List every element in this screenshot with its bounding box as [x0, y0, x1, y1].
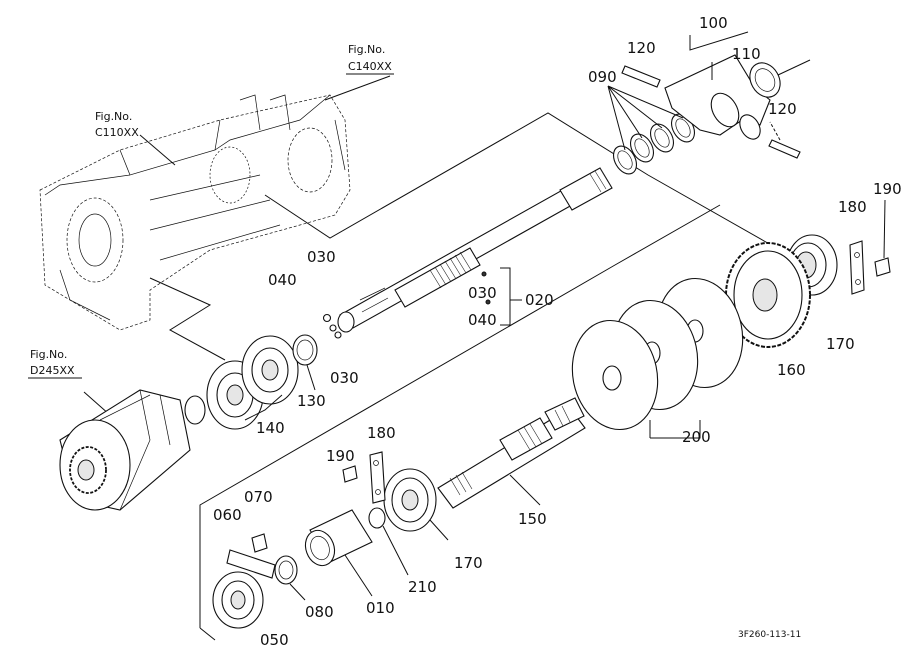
callout-160: 160 — [777, 361, 806, 379]
callout-180-upper: 180 — [838, 198, 867, 216]
fig-ref-d245-line2: D245XX — [30, 364, 75, 377]
callout-210: 210 — [408, 578, 437, 596]
callout-190-upper: 190 — [873, 180, 902, 198]
callout-130: 130 — [297, 392, 326, 410]
callout-070: 070 — [244, 488, 273, 506]
plate-180-upper — [849, 240, 865, 295]
callout-080: 080 — [305, 603, 334, 621]
callout-170-lower: 170 — [454, 554, 483, 572]
callout-020: 020 — [525, 291, 554, 309]
callout-120-upper: 120 — [627, 39, 656, 57]
plate-060 — [226, 549, 276, 579]
fig-ref-d245-line1: Fig.No. — [30, 348, 67, 361]
callout-190-lower: 190 — [326, 447, 355, 465]
sleeve-010 — [304, 509, 373, 597]
fig-ref-d245: Fig.No. D245XX — [28, 348, 82, 379]
bearing-050 — [212, 571, 264, 629]
shaft-150 — [437, 397, 586, 509]
bolt-070 — [251, 533, 268, 553]
callout-180-lower: 180 — [367, 424, 396, 442]
callout-030-bottom: 030 — [330, 369, 359, 387]
bracket-020 — [500, 267, 522, 326]
callout-090: 090 — [588, 68, 617, 86]
bolt-190-upper — [874, 199, 891, 277]
main-shaft-020 — [337, 167, 613, 333]
ring-210 — [368, 507, 409, 576]
callout-030-top: 030 — [307, 248, 336, 266]
gear-160 — [725, 242, 811, 348]
callout-060: 060 — [213, 506, 242, 524]
callout-140: 140 — [256, 419, 285, 437]
fig-ref-c140-line1: Fig.No. — [348, 43, 385, 56]
drawing-code: 3F260-113-11 — [738, 630, 801, 640]
bearings-140 — [206, 335, 299, 430]
fig-ref-c110-line1: Fig.No. — [95, 110, 132, 123]
ring-080 — [274, 555, 306, 601]
callout-040-left: 040 — [268, 271, 297, 289]
callout-100: 100 — [699, 14, 728, 32]
pins-030-040 — [322, 271, 491, 339]
fig-ref-c140: Fig.No. C140XX — [346, 43, 394, 75]
bolt-190-lower — [342, 465, 358, 483]
fig-ref-c110: Fig.No. C110XX — [95, 110, 139, 139]
callout-030-right: 030 — [468, 284, 497, 302]
callout-110: 110 — [732, 45, 761, 63]
leader-lines — [83, 75, 781, 641]
fig-ref-c110-line2: C110XX — [95, 126, 139, 139]
fig-ref-c140-line2: C140XX — [348, 60, 392, 73]
callouts: 100 110 120 120 090 190 180 170 160 200 … — [213, 14, 902, 649]
discs-200 — [571, 277, 744, 439]
bracket-assembly-100 — [621, 31, 811, 159]
callout-200: 200 — [682, 428, 711, 446]
callout-040-right: 040 — [468, 311, 497, 329]
bearing-170-lower — [383, 468, 449, 541]
plate-180-lower — [369, 451, 386, 504]
callout-120-lower: 120 — [768, 100, 797, 118]
callout-170-upper: 170 — [826, 335, 855, 353]
ring-130 — [292, 334, 318, 391]
callout-050: 050 — [260, 631, 289, 649]
callout-150: 150 — [518, 510, 547, 528]
callout-010: 010 — [366, 599, 395, 617]
clutch-drum-d245 — [59, 389, 206, 511]
transmission-housing — [39, 94, 351, 331]
